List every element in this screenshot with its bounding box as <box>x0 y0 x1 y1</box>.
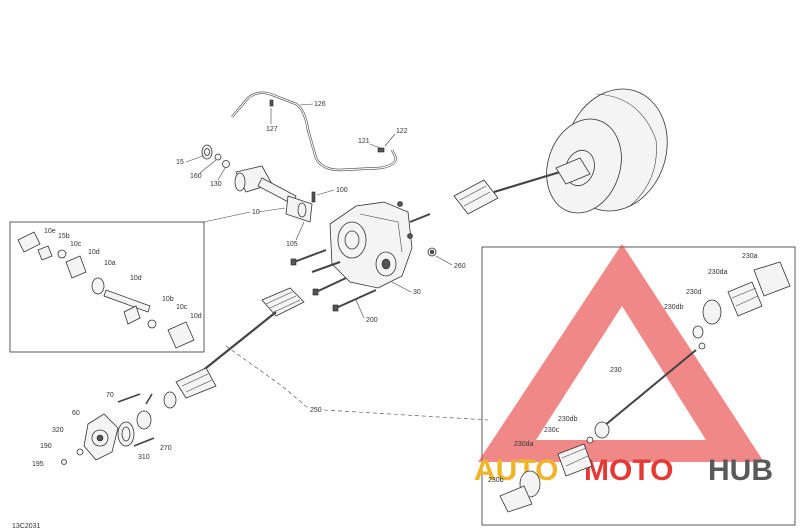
inset-prop-shaft-parts <box>17 231 195 349</box>
label-260: 260 <box>454 263 466 270</box>
breather-hose <box>231 91 398 172</box>
label-127: 127 <box>266 126 278 133</box>
svg-text:MOTO: MOTO <box>584 454 673 487</box>
inset-drive-shaft-box <box>481 246 796 526</box>
front-prop-shaft-10 <box>234 165 316 223</box>
label-230: 230 <box>610 367 622 374</box>
label-126: 126 <box>314 101 326 108</box>
label-10d-a: 10d <box>88 249 100 256</box>
label-130: 130 <box>210 181 222 188</box>
label-230d: 230d <box>686 289 702 296</box>
inset-prop-shaft-box <box>9 221 205 353</box>
svg-text:AUTO: AUTO <box>474 454 558 487</box>
label-10c-b: 10c <box>176 304 188 311</box>
label-105: 105 <box>286 241 298 248</box>
label-10d-b: 10d <box>130 275 142 282</box>
label-10a: 10a <box>104 260 116 267</box>
label-60: 60 <box>72 410 80 417</box>
label-30: 30 <box>413 289 421 296</box>
label-230c: 230c <box>544 427 560 434</box>
label-250: 250 <box>310 407 322 414</box>
label-230da-2: 230da <box>514 441 534 448</box>
label-230db-2: 230db <box>558 416 578 423</box>
right-drive-shaft <box>453 157 591 215</box>
label-100: 100 <box>336 187 348 194</box>
svg-text:HUB: HUB <box>708 454 773 487</box>
label-160: 160 <box>190 173 202 180</box>
label-270: 270 <box>160 445 172 452</box>
seal-15 <box>201 144 213 160</box>
label-310: 310 <box>138 454 150 461</box>
wheel-rim <box>546 88 668 214</box>
label-190: 190 <box>40 443 52 450</box>
mounting-bolts <box>290 213 437 312</box>
label-230db: 230db <box>664 304 684 311</box>
label-10e: 10e <box>44 228 56 235</box>
label-15b: 15b <box>58 233 70 240</box>
front-differential <box>329 201 413 289</box>
ring-130 <box>222 160 230 168</box>
label-320: 320 <box>52 427 64 434</box>
label-10c-a: 10c <box>70 241 82 248</box>
wheel-hub-group <box>61 393 155 465</box>
left-drive-shaft <box>163 287 305 409</box>
label-10d-c: 10d <box>190 313 202 320</box>
figure-code: 13C2031 <box>12 523 41 530</box>
label-121: 121 <box>358 138 370 145</box>
label-200: 200 <box>366 317 378 324</box>
label-70: 70 <box>106 392 114 399</box>
label-10b: 10b <box>162 296 174 303</box>
inset-drive-shaft-parts <box>499 261 791 513</box>
label-230a: 230a <box>742 253 758 260</box>
label-195: 195 <box>32 461 44 468</box>
circlip-160 <box>214 153 222 161</box>
label-122: 122 <box>396 128 408 135</box>
label-230da: 230da <box>708 269 728 276</box>
watermark-logo: AUTO MOTO HUB <box>474 244 773 487</box>
label-230b: 230b <box>488 477 504 484</box>
label-10: 10 <box>252 209 260 216</box>
label-15: 15 <box>176 159 184 166</box>
